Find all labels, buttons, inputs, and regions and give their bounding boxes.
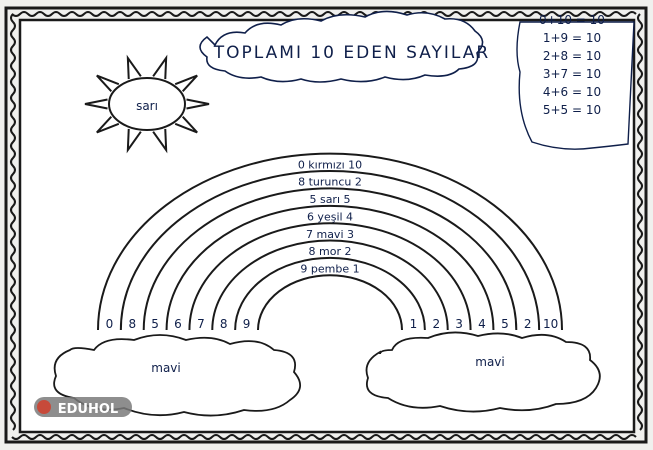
sun-ray [152, 128, 168, 154]
sun-ray [174, 115, 198, 134]
sun-ray [126, 54, 142, 80]
rainbow-arc-line [165, 204, 495, 331]
sun-ray [96, 115, 120, 134]
rainbow-arc-line [142, 187, 518, 331]
left-leg-number: 8 [220, 317, 228, 331]
right-leg-number: 2 [432, 317, 440, 331]
right-leg-number: 4 [478, 317, 486, 331]
rainbow-band-label: 8 mor 2 [309, 245, 352, 258]
rainbow-band-label: 5 sarı 5 [309, 193, 350, 206]
rainbow-band-labels: 0 kırmızı 10 8 turuncu 2 5 sarı 5 6 yeşil 4… [298, 158, 362, 275]
equation-line: 0+10 = 10 [539, 13, 605, 27]
title-cloud: TOPLAMI 10 EDEN SAYILAR [199, 10, 490, 83]
rainbow-band-label: 9 pembe 1 [300, 263, 359, 276]
watermark-text: EDUHOL [58, 402, 118, 417]
equation-line: 3+7 = 10 [543, 67, 601, 81]
sun-rays [84, 54, 210, 154]
right-leg-number: 1 [410, 317, 418, 331]
sun-ray [152, 54, 168, 80]
right-leg-number: 3 [455, 317, 463, 331]
right-leg-number: 10 [543, 317, 558, 331]
left-leg-number: 8 [128, 317, 136, 331]
rainbow-arc-line [97, 152, 563, 331]
sun-ray [186, 98, 210, 110]
sun-ray [84, 98, 108, 110]
left-cloud-label: mavi [151, 361, 180, 375]
equation-line: 2+8 = 10 [543, 49, 601, 63]
left-leg-number: 6 [174, 317, 182, 331]
rainbow-arc-line [188, 222, 472, 331]
rainbow-arc-line [119, 170, 541, 331]
left-leg-number: 7 [197, 317, 205, 331]
left-leg-number: 5 [151, 317, 159, 331]
equation-line: 1+9 = 10 [543, 31, 601, 45]
worksheet-title: TOPLAMI 10 EDEN SAYILAR [213, 43, 490, 63]
equation-line: 5+5 = 10 [543, 103, 601, 117]
rainbow-arc-line [211, 239, 449, 331]
rainbow-band-label: 7 mavi 3 [306, 228, 354, 241]
right-cloud-label: mavi [475, 355, 504, 369]
sun: sarı [84, 54, 210, 154]
sun-label: sarı [136, 99, 158, 113]
equation-line: 4+6 = 10 [543, 85, 601, 99]
right-cloud: mavi [365, 331, 601, 413]
rainbow-arc-line [234, 257, 426, 331]
left-leg-number: 0 [106, 317, 114, 331]
right-leg-number: 5 [501, 317, 509, 331]
sun-ray [174, 74, 198, 93]
rainbow-band-label: 0 kırmızı 10 [298, 158, 362, 171]
sun-ray [126, 128, 142, 154]
left-leg-number: 9 [243, 317, 251, 331]
eduhol-watermark-logo: EDUHOL [34, 397, 132, 417]
right-leg-number: 2 [524, 317, 532, 331]
rainbow-band-label: 8 turuncu 2 [298, 176, 362, 189]
rainbow-arc-line [257, 274, 403, 331]
rainbow-band-label: 6 yeşil 4 [307, 211, 353, 224]
equations-box: 0+10 = 10 1+9 = 10 2+8 = 10 3+7 = 10 4+6 = 1… [516, 13, 635, 150]
rainbow [97, 152, 563, 331]
sun-ray [96, 74, 120, 93]
left-cloud: mavi [53, 334, 301, 417]
